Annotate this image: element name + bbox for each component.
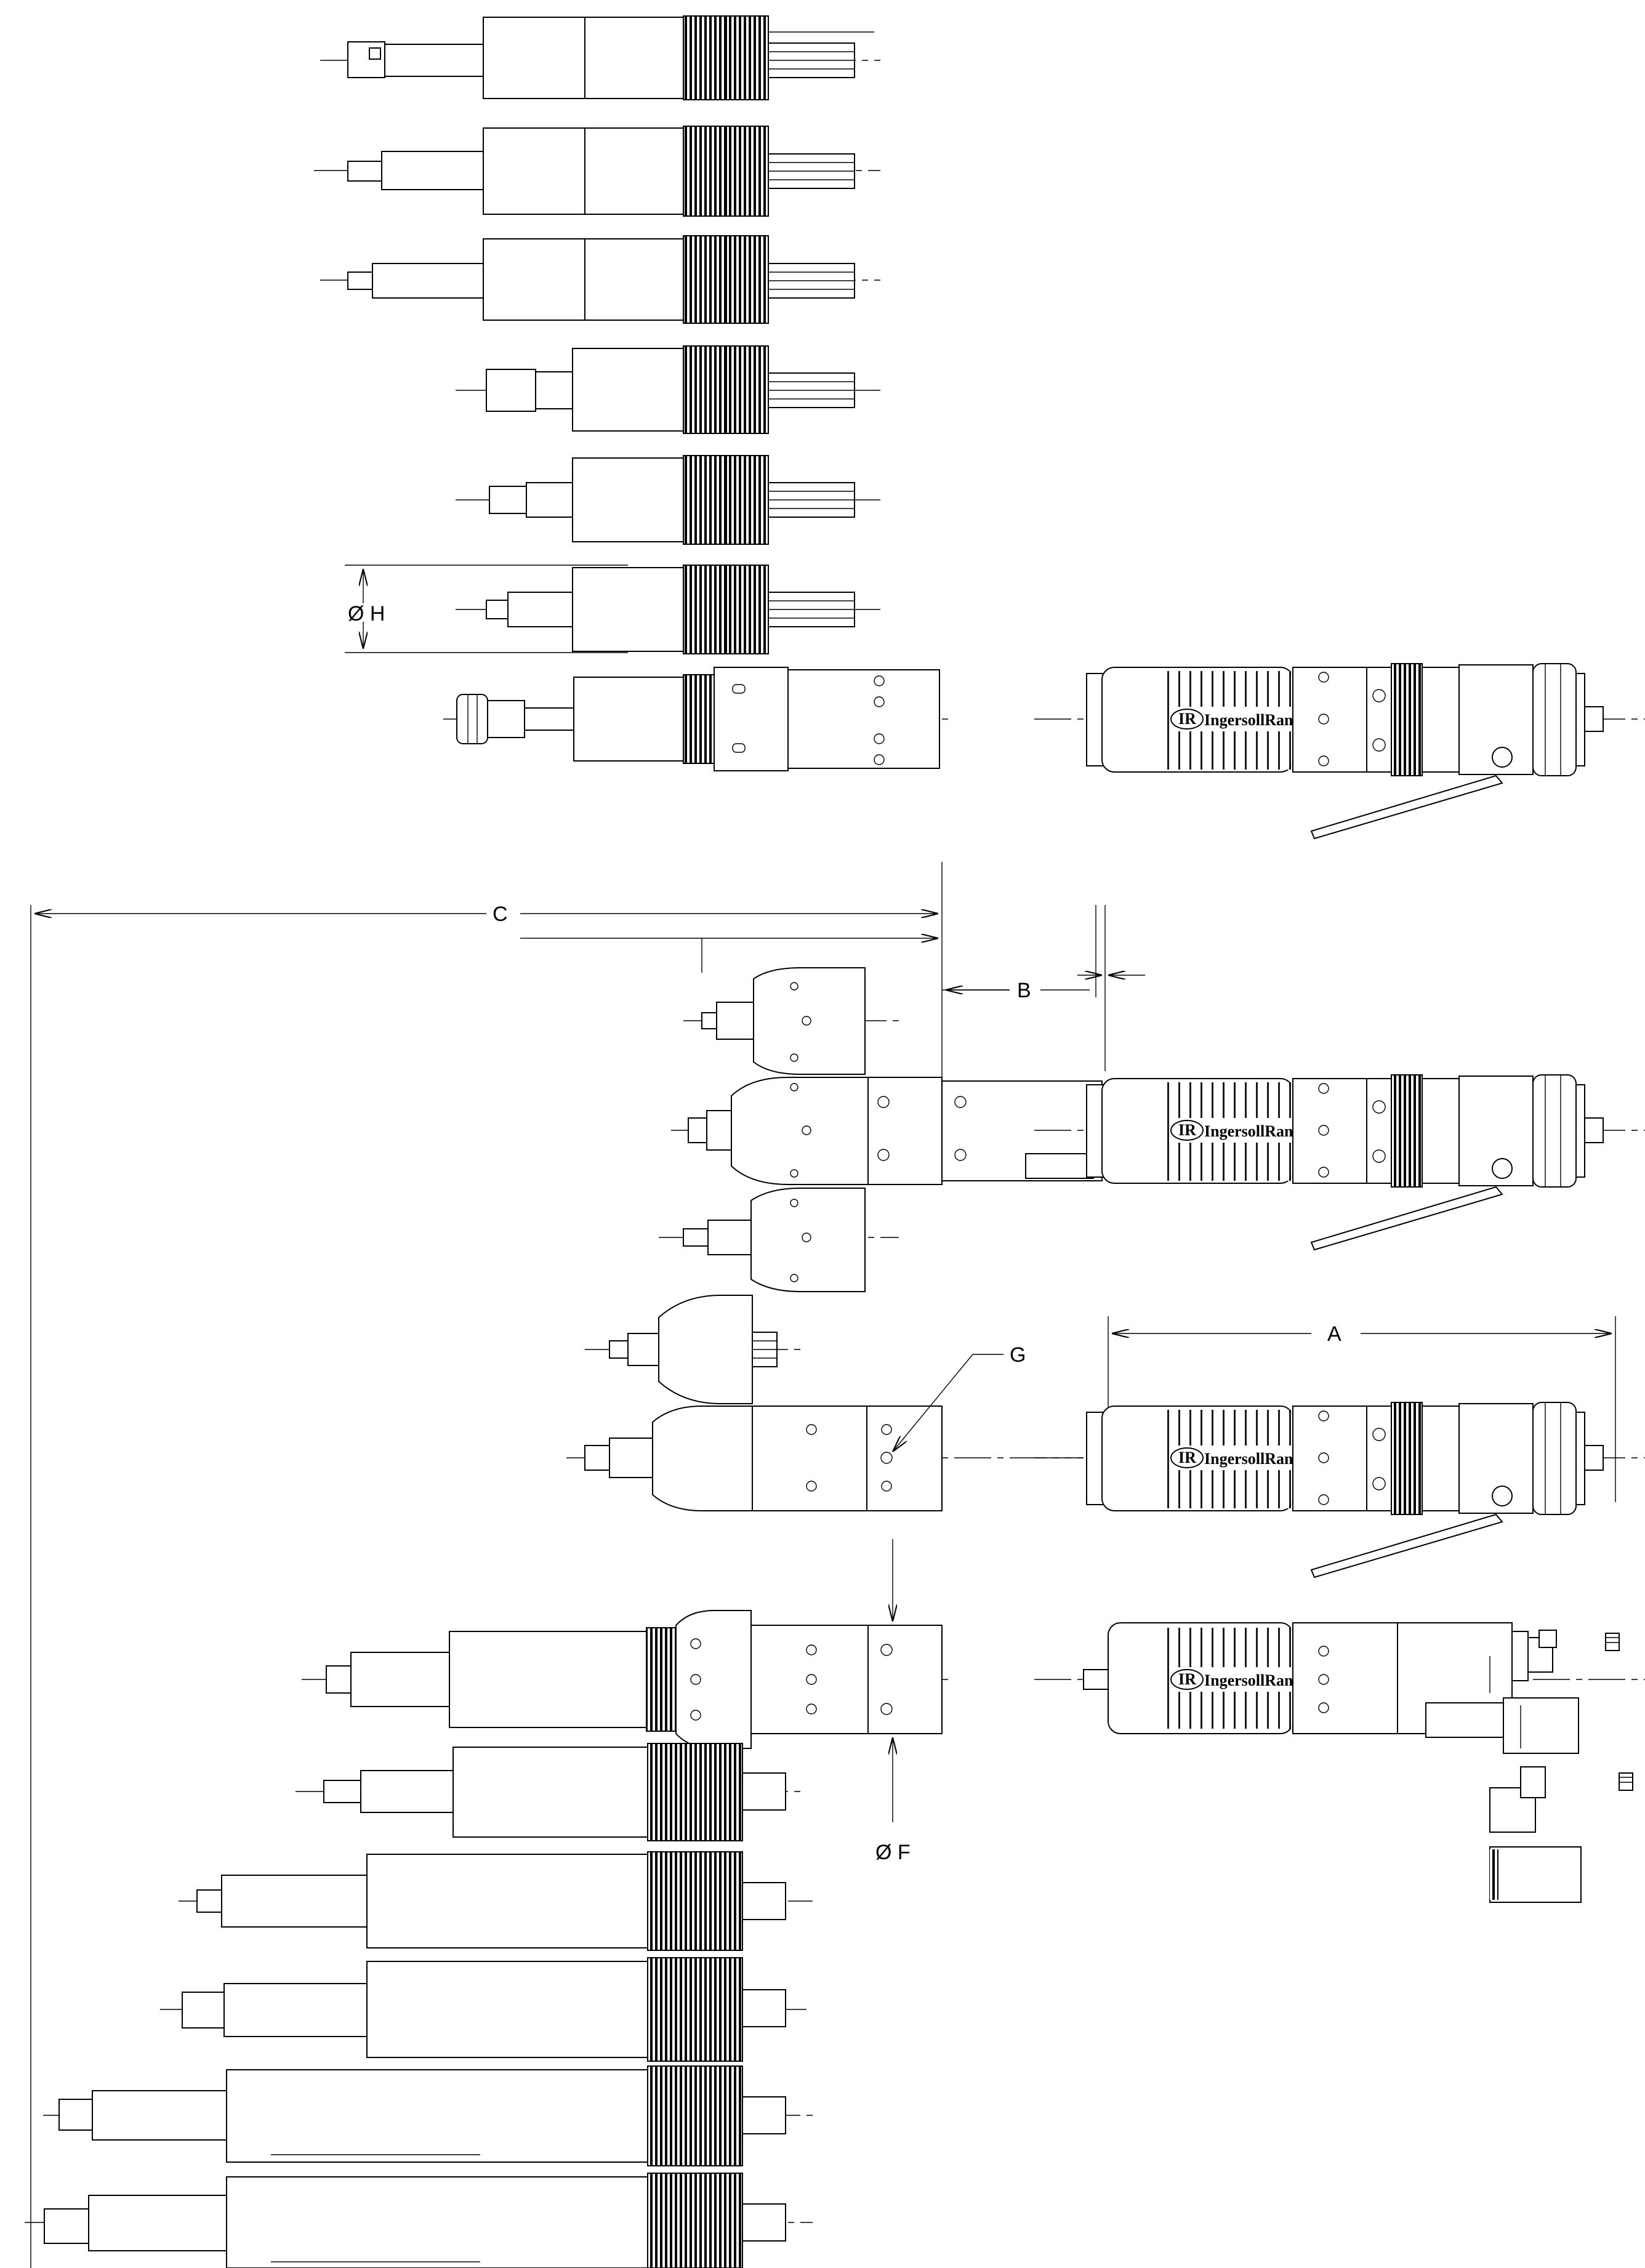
attachment-head-3 xyxy=(320,235,880,324)
dimension-h: Ø H xyxy=(345,565,628,653)
brand-wordmark-lower: IngersollRand xyxy=(1204,1671,1302,1689)
attachment-head-2 xyxy=(314,126,880,217)
dimension-a-label: A xyxy=(1327,1322,1341,1346)
extension-head-5 xyxy=(25,2173,813,2268)
dimension-c: C xyxy=(30,862,943,2268)
dimension-c-label: C xyxy=(493,903,508,926)
attachment-head-5 xyxy=(456,455,880,545)
extension-head-1 xyxy=(296,1743,800,1841)
dimension-g-label: G xyxy=(1010,1343,1026,1367)
dimension-f: Ø F xyxy=(875,1539,911,1864)
brand-logo-letters-lower: IR xyxy=(1178,1670,1196,1688)
angle-head-assembly xyxy=(671,1077,1103,1185)
brand-wordmark: IngersollRand xyxy=(1204,711,1302,729)
crowfoot-head xyxy=(585,1295,806,1404)
main-tool-3 xyxy=(1034,1402,1645,1578)
angle-head-lower xyxy=(659,1188,899,1292)
inline-head-assembly xyxy=(566,1405,1084,1511)
quick-change-head xyxy=(443,667,948,771)
dimension-b-label: B xyxy=(1017,979,1031,1002)
dimension-b: B xyxy=(942,905,1145,1071)
extension-head-3 xyxy=(160,1957,813,2062)
main-tool-1: IR IngersollRand xyxy=(1034,663,1645,840)
attachment-head-4 xyxy=(456,345,880,434)
main-tool-2 xyxy=(1034,1074,1645,1250)
angle-head-upper xyxy=(683,967,899,1075)
straight-head-assembly xyxy=(302,1610,948,1749)
brand-logo-letters: IR xyxy=(1178,710,1196,728)
extension-head-2 xyxy=(179,1851,813,1951)
swivel-inlet-accessory xyxy=(1425,1630,1633,1903)
dimension-a: A xyxy=(1108,1316,1616,1502)
extension-head-4 xyxy=(43,2065,813,2166)
dimension-g: G xyxy=(893,1343,1026,1452)
dimension-f-label: Ø F xyxy=(875,1841,911,1864)
dimension-h-label: Ø H xyxy=(348,602,385,625)
attachment-head-6 xyxy=(456,565,880,654)
attachment-head-1 xyxy=(320,15,880,100)
